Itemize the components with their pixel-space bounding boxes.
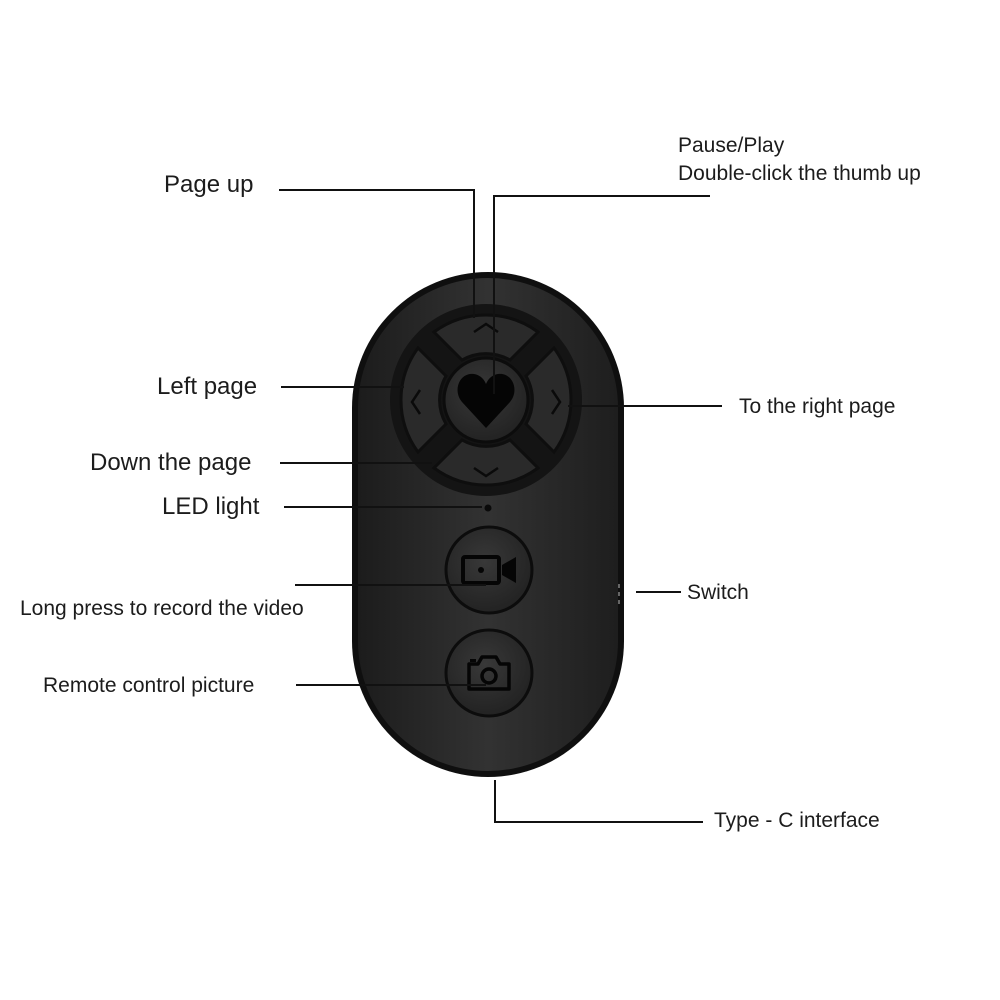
label-led-light: LED light xyxy=(162,493,260,520)
label-page-up: Page up xyxy=(164,171,253,198)
page-up-button[interactable] xyxy=(431,313,541,362)
label-right-page: To the right page xyxy=(739,395,895,418)
label-double-click: Double-click the thumb up xyxy=(678,162,921,185)
right-page-button[interactable] xyxy=(524,345,573,455)
label-remote-picture: Remote control picture xyxy=(43,674,254,697)
chevron-right-icon xyxy=(550,389,562,415)
leader-page-up xyxy=(279,189,475,318)
label-down-page: Down the page xyxy=(90,449,251,476)
heart-icon xyxy=(457,373,515,428)
page-down-button[interactable] xyxy=(431,438,541,487)
label-switch: Switch xyxy=(687,581,749,604)
remote-picture-button[interactable] xyxy=(444,628,534,718)
label-pause-play: Pause/Play xyxy=(678,134,785,157)
d-pad xyxy=(390,304,582,496)
label-left-page: Left page xyxy=(157,373,257,400)
led-light xyxy=(484,504,492,512)
leader-type-c xyxy=(494,780,703,823)
chevron-left-icon xyxy=(410,389,422,415)
video-camera-icon xyxy=(461,555,516,585)
left-page-button[interactable] xyxy=(399,345,448,455)
camera-icon xyxy=(467,655,511,691)
record-video-button[interactable] xyxy=(444,525,534,615)
leader-lines xyxy=(279,189,722,823)
leader-pause-play xyxy=(493,195,710,394)
label-record-video: Long press to record the video xyxy=(20,597,304,620)
chevron-down-icon xyxy=(473,466,499,478)
label-type-c: Type - C interface xyxy=(714,809,880,832)
